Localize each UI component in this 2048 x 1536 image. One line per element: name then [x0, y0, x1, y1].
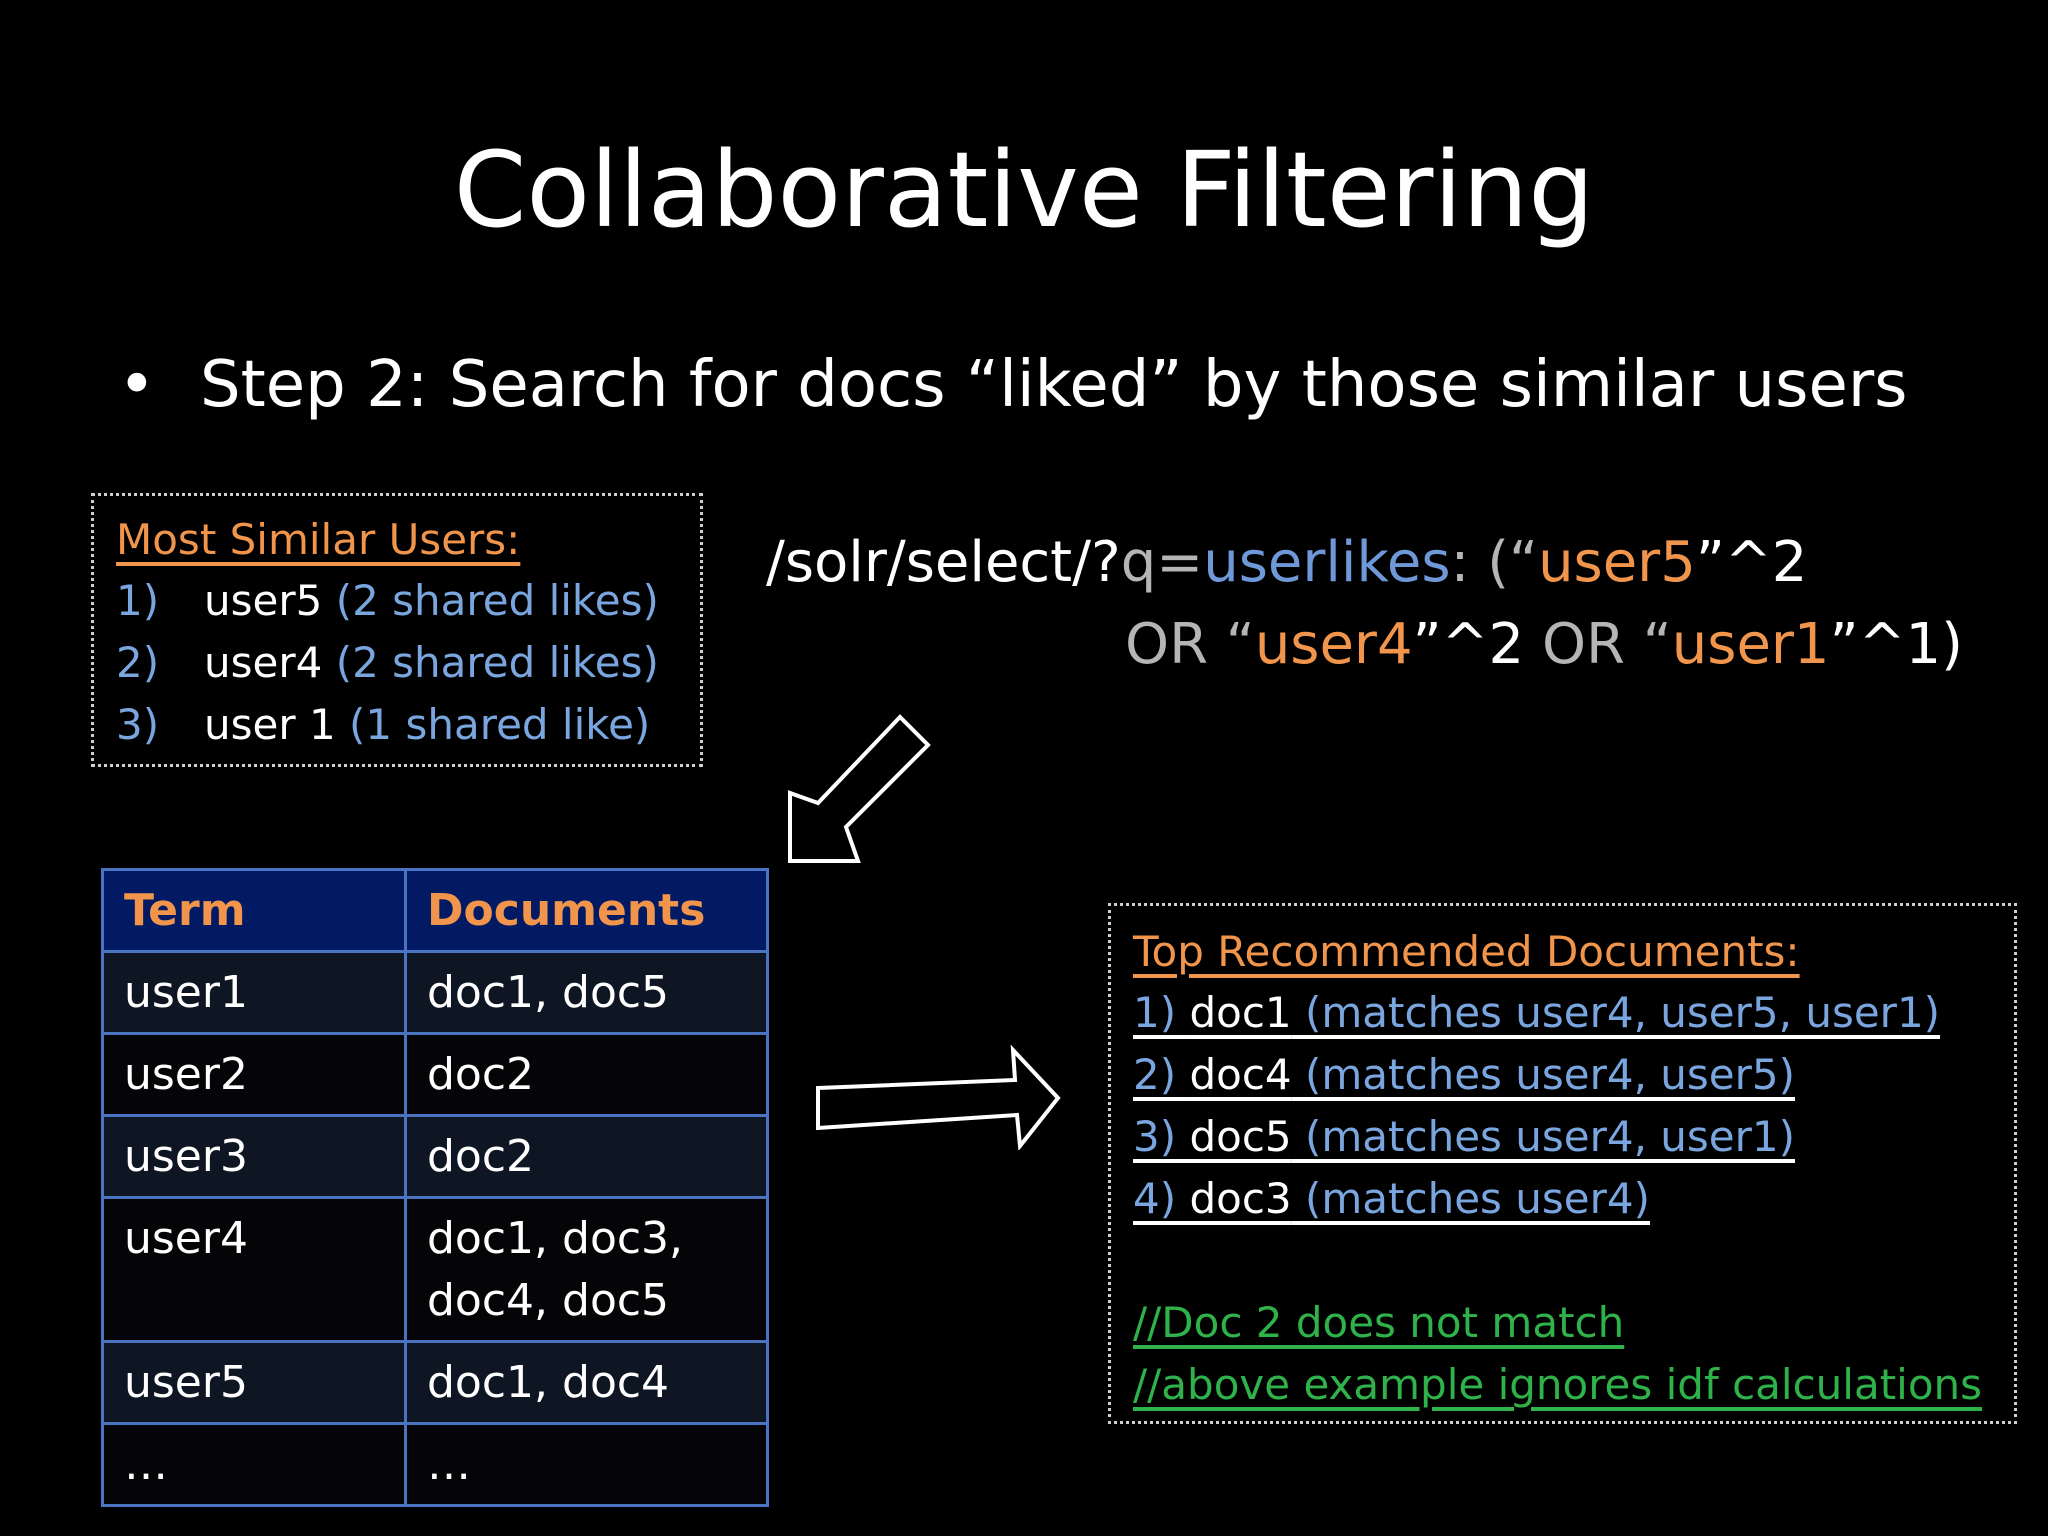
recommendation-number: 4): [1133, 1174, 1190, 1223]
documents-line: …: [427, 1439, 471, 1490]
bullet-icon: •: [118, 348, 156, 422]
recommendation-matches: (matches user4, user5): [1291, 1050, 1796, 1099]
bullet-text: Step 2: Search for docs “liked” by those…: [200, 348, 1908, 422]
recommendation-doc: doc3: [1189, 1174, 1292, 1223]
recommendation-number: 3): [1133, 1112, 1190, 1161]
table-header-term: Term: [101, 868, 407, 953]
recommendation-matches: (matches user4): [1291, 1174, 1650, 1223]
solr-query-line-2: OR “user4”^2 OR “user1”^1): [1125, 610, 1963, 680]
down-left-arrow-icon: [788, 714, 931, 863]
similar-user-name: user 1: [204, 700, 336, 749]
bullet-point: • Step 2: Search for docs “liked” by thos…: [118, 345, 1907, 425]
table-row: user5 doc1, doc4: [101, 1340, 769, 1425]
similar-user-note: (2 shared likes): [322, 638, 659, 687]
similar-users-content: Most Similar Users: 1) user5 (2 shared li…: [116, 510, 659, 756]
similar-user-name: user5: [204, 576, 323, 625]
documents-cell: doc1, doc5: [404, 950, 769, 1035]
comment-line: //Doc 2 does not match: [1133, 1298, 1625, 1347]
table-row: user4 doc1, doc3, doc4, doc5: [101, 1196, 769, 1343]
query-field: userlikes: [1203, 530, 1451, 595]
similar-user-note: (2 shared likes): [322, 576, 659, 625]
recommendation-item: 3) doc5 (matches user4, user1): [1133, 1106, 1982, 1168]
query-param: q=: [1120, 530, 1204, 595]
query-operator: OR “: [1541, 612, 1672, 677]
documents-cell: doc2: [404, 1032, 769, 1117]
table-row: … …: [101, 1422, 769, 1507]
documents-cell: doc1, doc4: [404, 1340, 769, 1425]
query-boost: ”^2: [1412, 612, 1542, 677]
table-header-row: Term Documents: [101, 868, 769, 953]
solr-query-line-1: /solr/select/?q=userlikes: (“user5”^2: [766, 528, 1807, 598]
similar-user-name: user4: [204, 638, 323, 687]
recommendation-doc: doc1: [1189, 988, 1292, 1037]
documents-line: doc1, doc4: [427, 1357, 670, 1408]
similar-user-number: 1): [116, 576, 160, 625]
query-boost: ”^2: [1695, 530, 1808, 595]
query-punct: : (“: [1450, 530, 1539, 595]
term-cell: user3: [101, 1114, 407, 1199]
query-term: user4: [1254, 612, 1413, 677]
documents-line: doc2: [427, 1049, 535, 1100]
recommendation-item: 2) doc4 (matches user4, user5): [1133, 1044, 1982, 1106]
similar-user-number: 3): [116, 700, 160, 749]
similar-user-number: 2): [116, 638, 160, 687]
inverted-index-table: Term Documents user1 doc1, doc5 user2 do…: [101, 868, 769, 1507]
table-row: user1 doc1, doc5: [101, 950, 769, 1035]
documents-cell: …: [404, 1422, 769, 1507]
term-cell: user4: [101, 1196, 407, 1343]
recommendation-matches: (matches user4, user1): [1291, 1112, 1796, 1161]
recommendation-item: 1) doc1 (matches user4, user5, user1): [1133, 982, 1982, 1044]
query-boost: ”^1): [1829, 612, 1963, 677]
recommendation-number: 1): [1133, 988, 1190, 1037]
similar-user-item: 3) user 1 (1 shared like): [116, 694, 659, 756]
documents-line: doc4, doc5: [427, 1275, 670, 1326]
spacer: [1133, 1230, 1982, 1292]
documents-line: doc2: [427, 1131, 535, 1182]
documents-cell: doc1, doc3, doc4, doc5: [404, 1196, 769, 1343]
similar-user-item: 1) user5 (2 shared likes): [116, 570, 659, 632]
similar-users-box: Most Similar Users: 1) user5 (2 shared li…: [91, 493, 703, 767]
query-term: user5: [1538, 530, 1696, 595]
table-header-documents: Documents: [404, 868, 769, 953]
recommendations-box: Top Recommended Documents: 1) doc1 (matc…: [1108, 903, 2017, 1424]
query-term: user1: [1671, 612, 1830, 677]
similar-users-heading: Most Similar Users:: [116, 515, 521, 564]
recommendations-heading: Top Recommended Documents:: [1133, 927, 1800, 976]
recommendation-number: 2): [1133, 1050, 1190, 1099]
term-cell: …: [101, 1422, 407, 1507]
recommendation-item: 4) doc3 (matches user4): [1133, 1168, 1982, 1230]
term-cell: user2: [101, 1032, 407, 1117]
similar-user-note: (1 shared like): [335, 700, 651, 749]
query-path: /solr/select/?: [766, 530, 1121, 595]
term-cell: user5: [101, 1340, 407, 1425]
recommendation-matches: (matches user4, user5, user1): [1291, 988, 1941, 1037]
recommendation-doc: doc4: [1189, 1050, 1292, 1099]
slide-title: Collaborative Filtering: [453, 129, 1595, 251]
right-arrow-icon: [816, 1044, 1061, 1150]
table-row: user2 doc2: [101, 1032, 769, 1117]
documents-cell: doc2: [404, 1114, 769, 1199]
similar-user-item: 2) user4 (2 shared likes): [116, 632, 659, 694]
comment-line: //above example ignores idf calculations: [1133, 1360, 1983, 1409]
documents-line: doc1, doc5: [427, 967, 670, 1018]
recommendation-doc: doc5: [1189, 1112, 1292, 1161]
table-row: user3 doc2: [101, 1114, 769, 1199]
recommendations-content: Top Recommended Documents: 1) doc1 (matc…: [1133, 922, 1982, 1416]
documents-line: doc1, doc3,: [427, 1213, 684, 1264]
term-cell: user1: [101, 950, 407, 1035]
query-operator: OR “: [1125, 612, 1255, 677]
